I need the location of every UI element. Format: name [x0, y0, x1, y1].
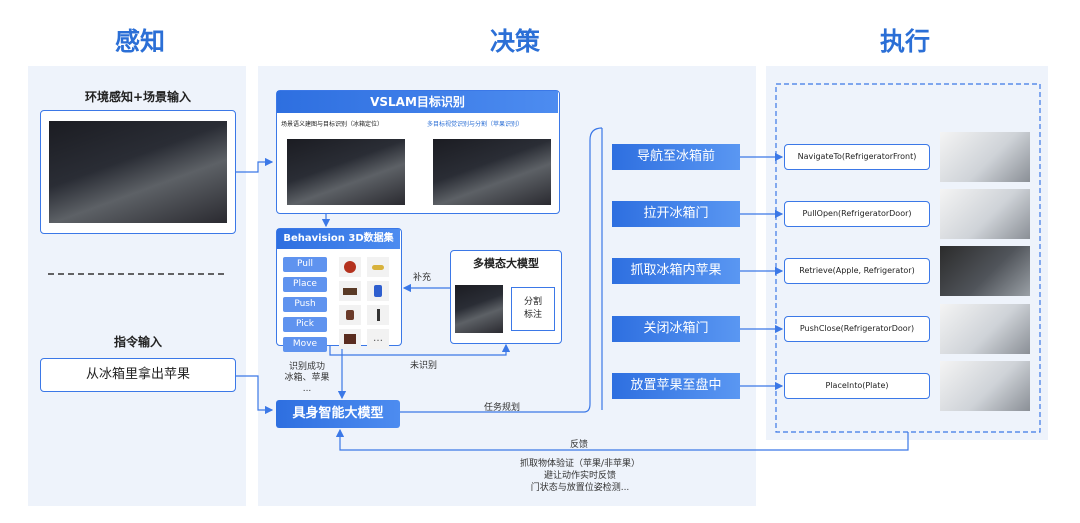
seg-label-1: 分割: [523, 297, 542, 307]
supplement-label: 补充: [413, 273, 432, 283]
action-pick: Pick: [283, 317, 327, 332]
feedback-label: 反馈: [570, 440, 589, 450]
instruction-title: 指令输入: [113, 335, 162, 349]
more-objects-icon: …: [367, 329, 389, 349]
command-navigate: NavigateTo(RefrigeratorFront): [784, 144, 930, 170]
task-pull-open: 拉开冰箱门: [612, 201, 740, 227]
vslam-right-caption: 多目标视觉识别与分割（苹果识别）: [427, 121, 524, 128]
task-planning-label: 任务规划: [484, 403, 521, 413]
feedback-line-3: 门状态与放置位姿检测...: [530, 483, 630, 493]
heading-perception: 感知: [114, 27, 165, 56]
robot-image-navigate: [940, 132, 1030, 182]
action-place: Place: [283, 277, 327, 292]
action-pull: Pull: [283, 257, 327, 272]
object-spoon-icon: [367, 305, 389, 325]
recognized-line-3: ...: [302, 384, 312, 394]
task-retrieve: 抓取冰箱内苹果: [612, 258, 740, 284]
multimodal-panel: 多模态大模型 分割 标注: [450, 250, 562, 344]
vslam-panel: VSLAM目标识别 场景语义建图与目标识别（冰箱定位） 多目标视觉识别与分割（苹…: [276, 90, 560, 214]
env-scene-image: [49, 121, 227, 223]
embodied-model-box: 具身智能大模型: [276, 400, 400, 428]
task-push-close: 关闭冰箱门: [612, 316, 740, 342]
robot-image-pull: [940, 189, 1030, 239]
heading-execution: 执行: [879, 27, 930, 56]
robot-image-place: [940, 361, 1030, 411]
object-box-icon: [339, 329, 361, 349]
object-bottle-icon: [367, 281, 389, 301]
object-tray-icon: [339, 281, 361, 301]
feedback-line-1: 抓取物体验证（苹果/非苹果）: [519, 459, 641, 469]
command-place: PlaceInto(Plate): [784, 373, 930, 399]
behavision-panel: Behavision 3D数据集 Pull Place Push Pick Mo…: [276, 228, 402, 352]
vslam-left-caption: 场景语义建图与目标识别（冰箱定位）: [281, 121, 384, 128]
robot-image-retrieve: [940, 246, 1030, 296]
feedback-line-2: 避让动作实时反馈: [543, 471, 616, 481]
feedback-details: 抓取物体验证（苹果/非苹果） 避让动作实时反馈 门状态与放置位姿检测...: [480, 458, 680, 494]
env-image-frame: [40, 110, 236, 234]
recognized-line-1: 识别成功: [288, 362, 325, 372]
action-push: Push: [283, 297, 327, 312]
behavision-title: Behavision 3D数据集: [277, 229, 400, 249]
command-pull-open: PullOpen(RefrigeratorDoor): [784, 201, 930, 227]
recognized-label: 识别成功 冰箱、苹果 ...: [276, 362, 338, 395]
env-perception-title: 环境感知+场景输入: [84, 90, 192, 104]
multimodal-title: 多模态大模型: [473, 257, 539, 270]
multimodal-image: [455, 285, 503, 333]
vslam-segmentation-image: [433, 139, 551, 205]
recognized-line-2: 冰箱、苹果: [284, 373, 330, 383]
object-banana-icon: [367, 257, 389, 277]
object-apple-icon: [339, 257, 361, 277]
robot-image-push: [940, 304, 1030, 354]
task-navigate: 导航至冰箱前: [612, 144, 740, 170]
vslam-title: VSLAM目标识别: [277, 91, 558, 113]
instruction-input[interactable]: 从冰箱里拿出苹果: [40, 358, 236, 392]
object-cup-icon: [339, 305, 361, 325]
command-retrieve: Retrieve(Apple, Refrigerator): [784, 258, 930, 284]
command-push-close: PushClose(RefrigeratorDoor): [784, 316, 930, 342]
vslam-mapping-image: [287, 139, 405, 205]
seg-label-2: 标注: [523, 310, 542, 320]
unrecognized-label: 未识别: [410, 361, 438, 371]
task-place: 放置苹果至盘中: [612, 373, 740, 399]
segmentation-box: 分割 标注: [511, 287, 555, 331]
heading-decision: 决策: [489, 27, 540, 56]
action-move: Move: [283, 337, 327, 352]
